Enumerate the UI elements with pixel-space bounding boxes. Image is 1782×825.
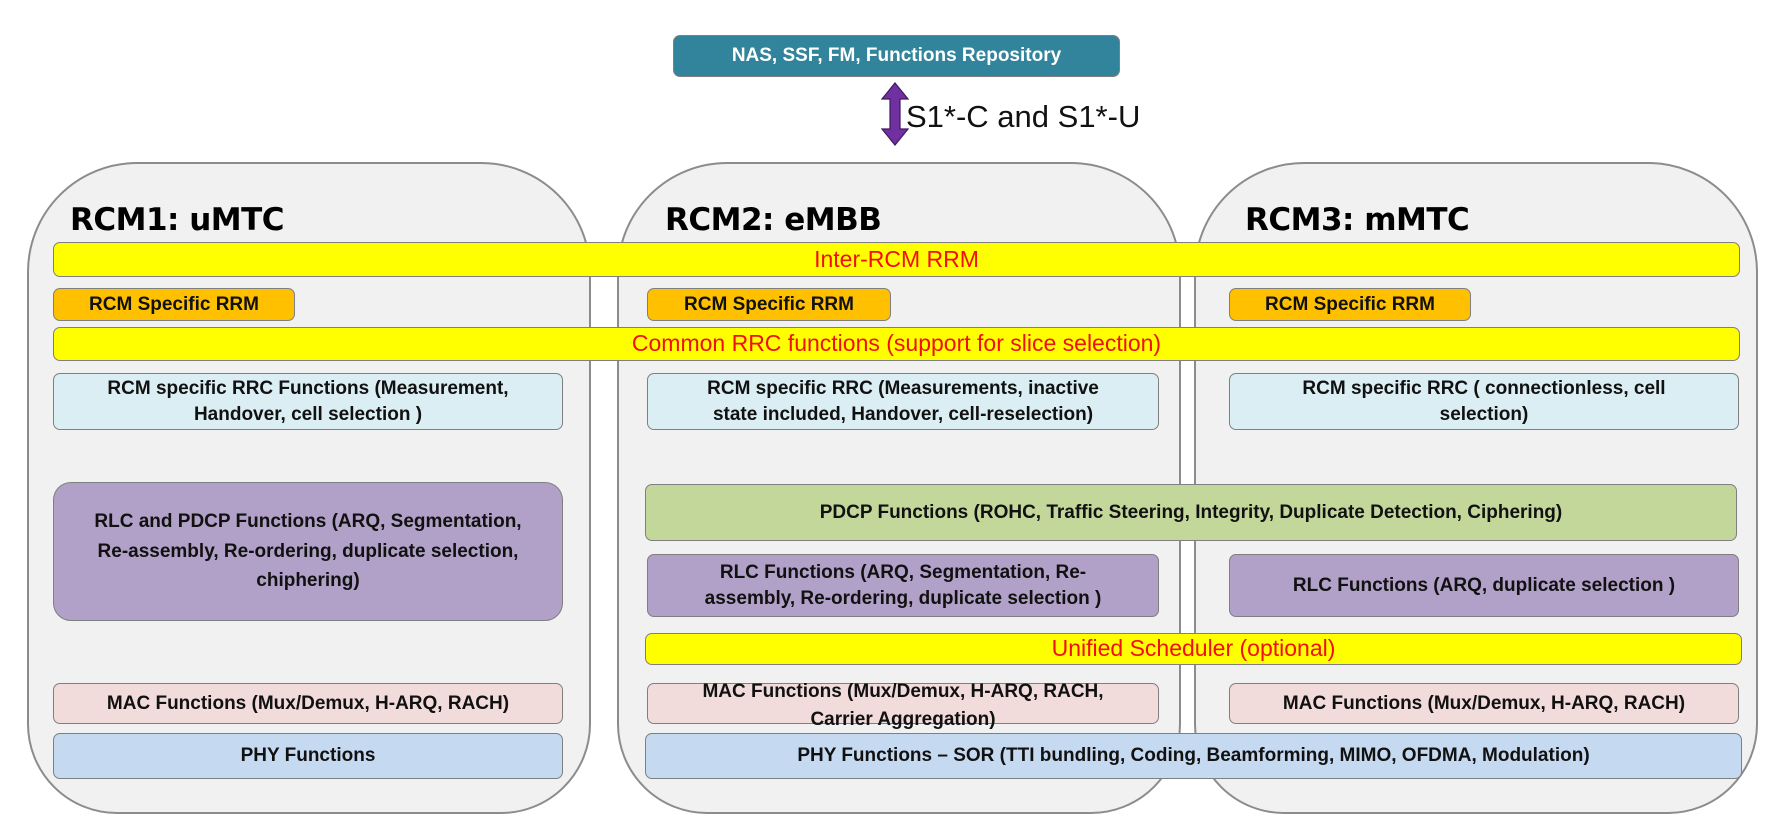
rcm1-rrc-label: RCM specific RRC Functions (Measurement,…	[107, 377, 509, 425]
rcm2-mac-label: MAC Functions (Mux/Demux, H-ARQ, RACH, C…	[702, 681, 1104, 730]
unified-scheduler-label: Unified Scheduler (optional)	[1051, 635, 1336, 662]
rcm2-rlc-label: RLC Functions (ARQ, Segmentation, Re-ass…	[704, 561, 1102, 609]
rcm3-mac-label: MAC Functions (Mux/Demux, H-ARQ, RACH)	[1282, 692, 1686, 714]
rcm3-title: RCM3: mMTC	[1245, 202, 1470, 238]
rcm1-mac-functions: MAC Functions (Mux/Demux, H-ARQ, RACH)	[53, 683, 563, 724]
rcm3-mac-functions: MAC Functions (Mux/Demux, H-ARQ, RACH)	[1229, 683, 1739, 724]
phy-sor-functions-bar: PHY Functions – SOR (TTI bundling, Codin…	[645, 733, 1742, 779]
rcm1-rlc-pdcp-functions: RLC and PDCP Functions (ARQ, Segmentatio…	[53, 482, 563, 621]
inter-rcm-rrm-label: Inter-RCM RRM	[814, 245, 979, 272]
rcm2-rlc-functions: RLC Functions (ARQ, Segmentation, Re-ass…	[647, 554, 1159, 617]
common-rrc-bar: Common RRC functions (support for slice …	[53, 327, 1740, 361]
rcm1-title: RCM1: uMTC	[70, 202, 285, 238]
rcm2-rrm-label: RCM Specific RRM	[684, 293, 854, 315]
rcm3-specific-rrc: RCM specific RRC ( connectionless, cell …	[1229, 373, 1739, 430]
rcm2-rrc-label: RCM specific RRC (Measurements, inactive…	[707, 377, 1099, 425]
rcm3-rrm-label: RCM Specific RRM	[1265, 293, 1435, 315]
rcm1-mac-label: MAC Functions (Mux/Demux, H-ARQ, RACH)	[106, 692, 510, 714]
interface-label: S1*-C and S1*-U	[906, 99, 1141, 134]
phy-sor-label: PHY Functions – SOR (TTI bundling, Codin…	[797, 745, 1590, 767]
core-functions-repository: NAS, SSF, FM, Functions Repository	[673, 35, 1120, 77]
core-label: NAS, SSF, FM, Functions Repository	[731, 45, 1062, 66]
rcm3-specific-rrm: RCM Specific RRM	[1229, 288, 1471, 321]
rcm3-rlc-functions: RLC Functions (ARQ, duplicate selection …	[1229, 554, 1739, 617]
rcm2-specific-rrc: RCM specific RRC (Measurements, inactive…	[647, 373, 1159, 430]
pdcp-functions-bar: PDCP Functions (ROHC, Traffic Steering, …	[645, 484, 1737, 541]
rcm1-rrm-label: RCM Specific RRM	[89, 293, 259, 315]
rcm1-specific-rrc: RCM specific RRC Functions (Measurement,…	[53, 373, 563, 430]
rcm1-specific-rrm: RCM Specific RRM	[53, 288, 295, 321]
rcm2-title: RCM2: eMBB	[665, 202, 882, 238]
rcm1-rlc-pdcp-label: RLC and PDCP Functions (ARQ, Segmentatio…	[94, 511, 522, 592]
rcm3-rlc-label: RLC Functions (ARQ, duplicate selection …	[1292, 574, 1676, 596]
inter-rcm-rrm-bar: Inter-RCM RRM	[53, 242, 1740, 277]
rcm3-rrc-label: RCM specific RRC ( connectionless, cell …	[1302, 377, 1666, 425]
rcm2-specific-rrm: RCM Specific RRM	[647, 288, 891, 321]
double-arrow-icon	[881, 82, 909, 146]
common-rrc-label: Common RRC functions (support for slice …	[631, 330, 1162, 357]
pdcp-label: PDCP Functions (ROHC, Traffic Steering, …	[819, 501, 1563, 523]
rcm1-phy-label: PHY Functions	[240, 745, 376, 767]
rcm1-phy-functions: PHY Functions	[53, 733, 563, 779]
rcm2-mac-functions: MAC Functions (Mux/Demux, H-ARQ, RACH, C…	[647, 681, 1159, 730]
unified-scheduler-bar: Unified Scheduler (optional)	[645, 633, 1742, 665]
